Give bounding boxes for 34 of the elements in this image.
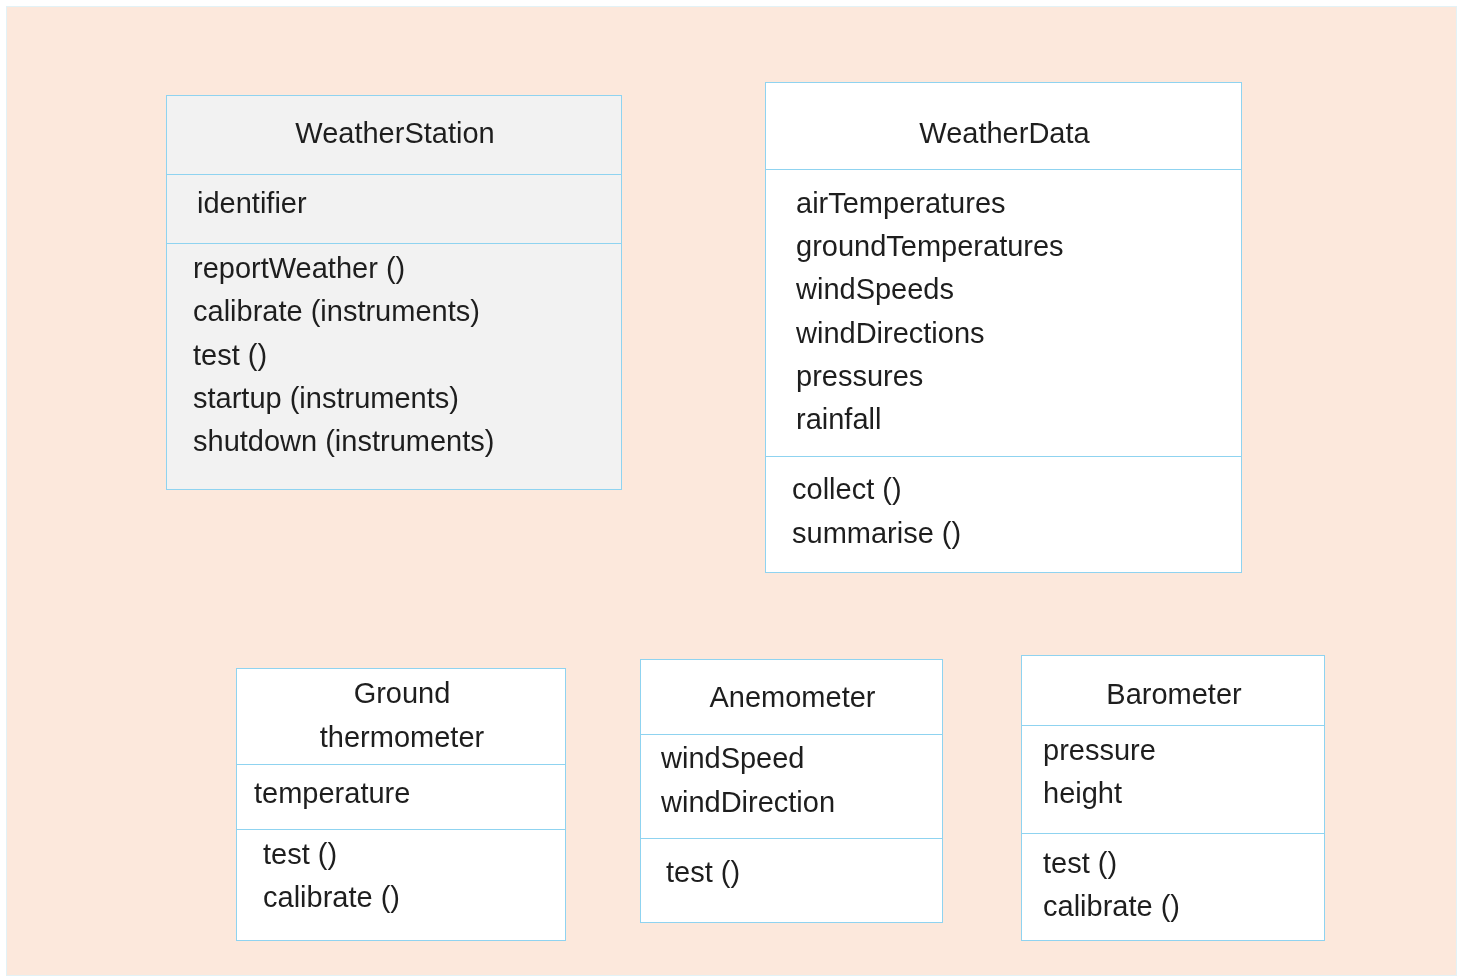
class-name: WeatherStation: [294, 116, 496, 151]
attribute: windSpeed: [661, 741, 805, 776]
attribute: pressures: [796, 359, 924, 394]
attribute: windDirections: [796, 316, 985, 351]
class-box: [765, 82, 1242, 573]
attribute: windDirection: [661, 785, 836, 820]
attribute: pressure: [1043, 733, 1156, 768]
method: test (): [1043, 846, 1118, 881]
method: summarise (): [792, 516, 962, 551]
attribute: temperature: [254, 776, 411, 811]
class-box: [236, 668, 566, 941]
method: calibrate (instruments): [193, 294, 480, 329]
attribute: identifier: [197, 186, 307, 221]
class-name: WeatherData: [918, 116, 1091, 151]
attribute: windSpeeds: [796, 272, 954, 307]
method: test (): [193, 338, 268, 373]
method: collect (): [792, 472, 902, 507]
method: calibrate (): [263, 880, 400, 915]
class-name: Anemometer: [708, 680, 877, 715]
method: test (): [263, 837, 338, 872]
method: calibrate (): [1043, 889, 1180, 924]
class-box: [166, 95, 622, 490]
attribute: height: [1043, 776, 1122, 811]
attribute: rainfall: [796, 402, 882, 437]
method: reportWeather (): [193, 251, 406, 286]
class-box: [640, 659, 943, 923]
attribute: groundTemperatures: [796, 229, 1064, 264]
attribute: airTemperatures: [796, 186, 1006, 221]
method: startup (instruments): [193, 381, 459, 416]
method: shutdown (instruments): [193, 424, 495, 459]
class-box: [1021, 655, 1325, 941]
class-name: Barometer: [1105, 677, 1243, 712]
method: test (): [666, 855, 741, 890]
class-name: Ground thermometer: [318, 676, 486, 755]
